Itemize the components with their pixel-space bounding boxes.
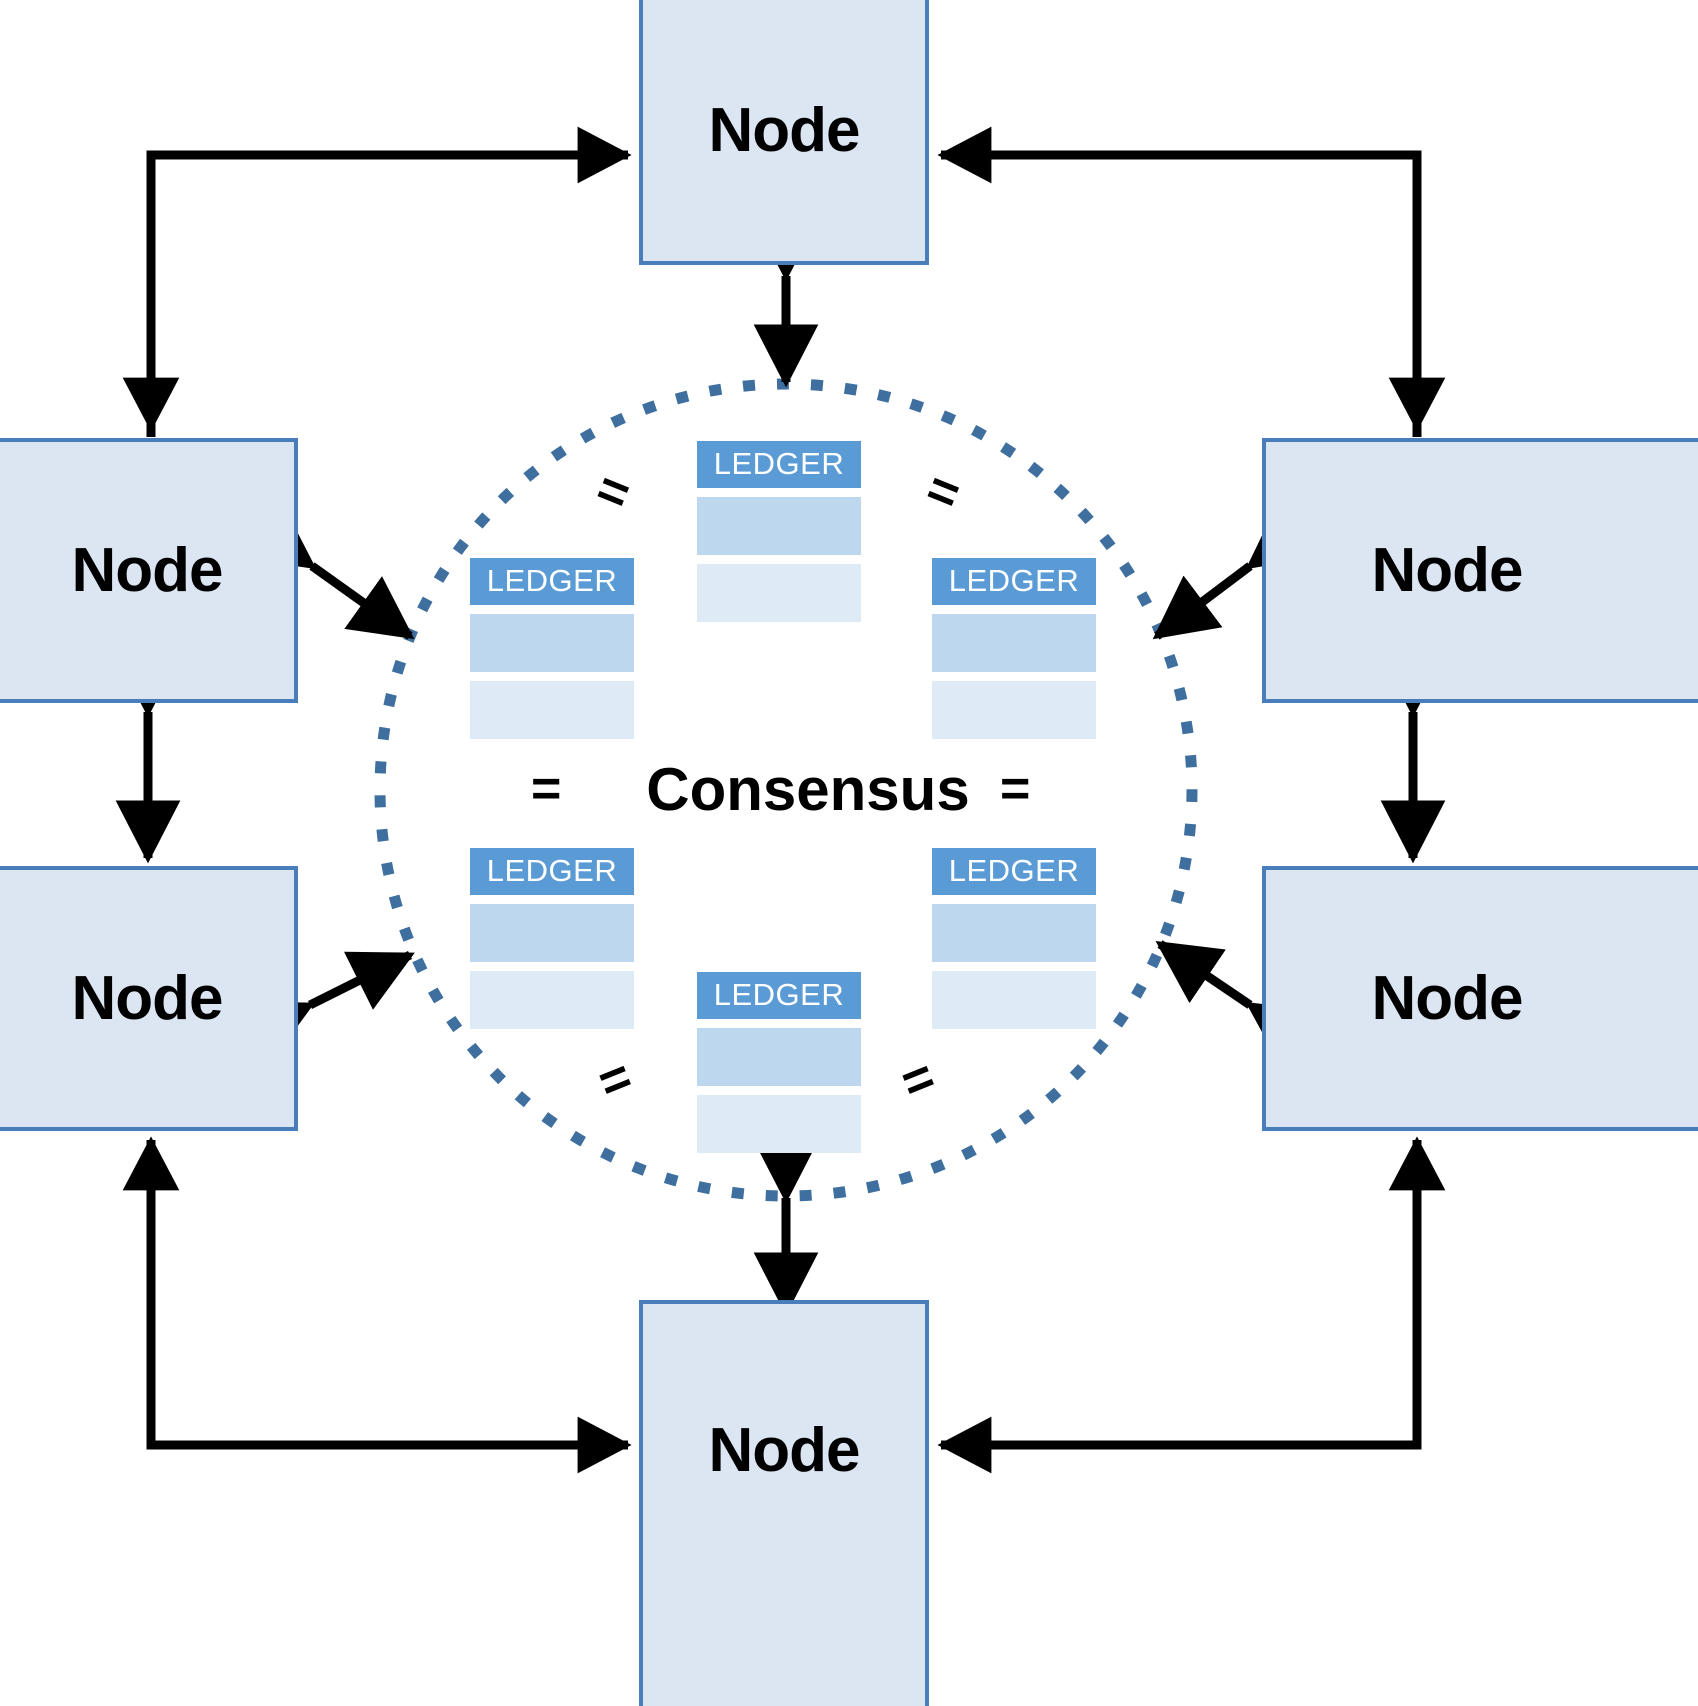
ledger-right-lower-row-1 — [932, 904, 1096, 962]
conn-topright-elbow — [937, 126, 1422, 437]
node-right-upper-label: Node — [1371, 535, 1524, 605]
ledger-left-upper-row-2 — [470, 681, 634, 739]
conn-leftlower-consensus — [243, 950, 415, 1060]
ledger-left-lower-row-1 — [470, 904, 634, 962]
ledger-left-upper-header: LEDGER — [470, 558, 634, 605]
node-bottom-label: Node — [708, 1416, 861, 1485]
conn-bottomleft-elbow — [146, 1140, 632, 1474]
ledger-left-upper[interactable]: LEDGER — [470, 558, 634, 739]
node-left-upper[interactable]: Node — [0, 438, 298, 703]
node-right-lower[interactable]: Node — [1262, 866, 1698, 1131]
ledger-right-lower-row-2 — [932, 971, 1096, 1029]
ledger-left-lower-header: LEDGER — [470, 848, 634, 895]
consensus-label: Consensus — [646, 756, 970, 823]
node-top[interactable]: Node — [639, 0, 929, 265]
ledger-left-upper-row-1 — [470, 614, 634, 672]
ledger-right-upper[interactable]: LEDGER — [932, 558, 1096, 739]
equals-mid-right-icon: = — [1000, 760, 1031, 818]
ledger-right-upper-row-2 — [932, 681, 1096, 739]
node-left-lower[interactable]: Node — [0, 866, 298, 1131]
ledger-right-upper-row-1 — [932, 614, 1096, 672]
ledger-top[interactable]: LEDGER — [697, 441, 861, 622]
equals-mid-left-icon: = — [531, 760, 562, 818]
ledger-right-upper-header: LEDGER — [932, 558, 1096, 605]
ledger-bottom-row-1 — [697, 1028, 861, 1086]
node-right-lower-label: Node — [1371, 963, 1524, 1033]
ledger-left-lower-row-2 — [470, 971, 634, 1029]
conn-rightupper-consensus — [1152, 505, 1316, 640]
ledger-bottom-header: LEDGER — [697, 972, 861, 1019]
node-left-lower-label: Node — [71, 963, 224, 1033]
node-bottom[interactable]: Node — [639, 1300, 929, 1706]
ledger-top-header: LEDGER — [697, 441, 861, 488]
ledger-bottom-row-2 — [697, 1095, 861, 1153]
conn-topleft-elbow — [146, 126, 632, 437]
conn-rightlower-consensus — [1155, 940, 1316, 1065]
conn-leftupper-consensus — [246, 506, 415, 640]
node-left-upper-label: Node — [71, 535, 224, 605]
node-right-upper[interactable]: Node — [1262, 438, 1698, 703]
ledger-right-lower-header: LEDGER — [932, 848, 1096, 895]
node-top-label: Node — [708, 95, 861, 165]
ledger-top-row-2 — [697, 564, 861, 622]
ledger-bottom[interactable]: LEDGER — [697, 972, 861, 1153]
ledger-top-row-1 — [697, 497, 861, 555]
ledger-left-lower[interactable]: LEDGER — [470, 848, 634, 1029]
conn-bottomright-elbow — [937, 1140, 1422, 1474]
ledger-right-lower[interactable]: LEDGER — [932, 848, 1096, 1029]
